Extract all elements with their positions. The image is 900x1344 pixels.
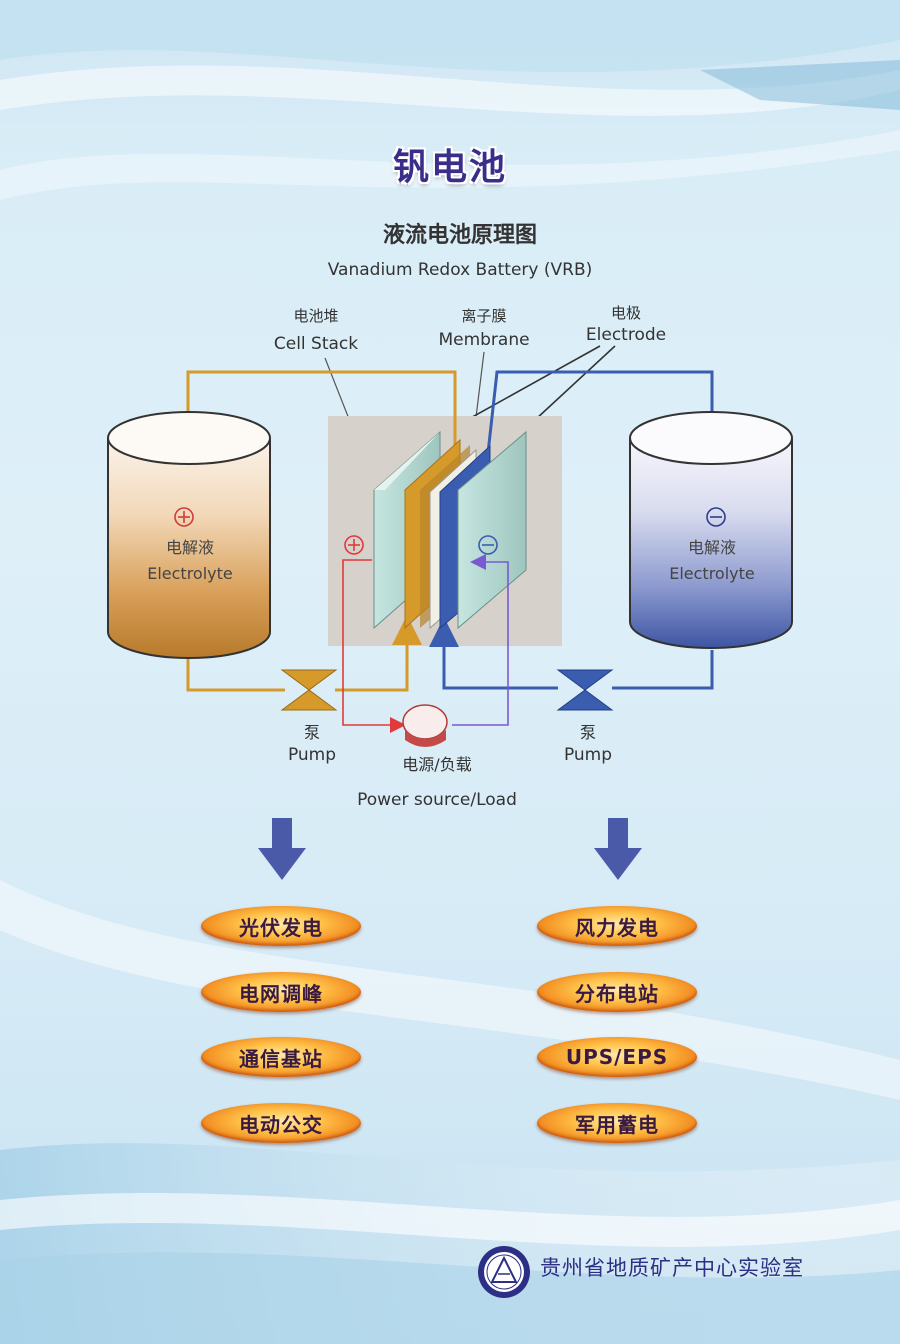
negative-wire <box>452 554 509 726</box>
app-pill-right-2: UPS/EPS <box>537 1037 697 1077</box>
vrb-diagram: 液流电池原理图 Vanadium Redox Battery (VRB) 电池堆… <box>107 222 793 810</box>
load-label-cn: 电源/负载 <box>402 755 471 774</box>
right-pump-label-cn: 泵 <box>580 723 596 742</box>
left-tank-plus-icon <box>174 507 194 527</box>
right-down-arrow-icon <box>594 818 642 880</box>
right-pump-label-en: Pump <box>564 745 612 765</box>
power-load-icon <box>402 704 448 747</box>
negative-terminal-icon <box>478 535 498 555</box>
negative-flow-bottom-left <box>429 617 558 690</box>
left-tank-label-cn: 电解液 <box>166 538 214 557</box>
negative-flow-bottom-right <box>612 650 714 690</box>
cell-stack-label-cn: 电池堆 <box>293 307 338 325</box>
positive-terminal-icon <box>344 535 364 555</box>
right-tank-label-en: Electrolyte <box>669 564 755 583</box>
app-pill-left-2: 通信基站 <box>201 1037 361 1077</box>
right-pump-icon <box>556 669 614 711</box>
electrode-label-en: Electrode <box>586 325 666 345</box>
left-pump-icon <box>280 669 338 711</box>
right-tank-label-cn: 电解液 <box>688 538 736 557</box>
app-pill-left-3: 电动公交 <box>201 1103 361 1143</box>
left-pump-label-en: Pump <box>288 745 336 765</box>
positive-flow-bottom-right <box>335 615 422 692</box>
electrode-label-cn: 电极 <box>611 304 641 322</box>
page-title: 钒电池 <box>392 147 507 188</box>
membrane-label-en: Membrane <box>438 330 529 350</box>
left-tank-label-en: Electrolyte <box>147 564 233 583</box>
left-electrolyte-tank <box>107 411 271 659</box>
right-tank-minus-icon <box>706 507 726 527</box>
diagram-title-cn: 液流电池原理图 <box>383 222 537 248</box>
left-pump-label-cn: 泵 <box>304 723 320 742</box>
org-logo-icon <box>478 1246 530 1298</box>
right-electrode-plate <box>457 430 527 630</box>
cell-stack-label-en: Cell Stack <box>274 334 358 354</box>
app-pill-left-0: 光伏发电 <box>201 906 361 946</box>
membrane-label-cn: 离子膜 <box>461 307 506 325</box>
diagram-title-en: Vanadium Redox Battery (VRB) <box>328 260 593 280</box>
app-pill-right-1: 分布电站 <box>537 972 697 1012</box>
app-pill-left-1: 电网调峰 <box>201 972 361 1012</box>
org-name: 贵州省地质矿产中心实验室 <box>540 1256 804 1280</box>
right-electrolyte-tank <box>629 411 793 649</box>
app-pill-right-0: 风力发电 <box>537 906 697 946</box>
left-down-arrow-icon <box>258 818 306 880</box>
positive-flow-bottom-left <box>186 658 285 692</box>
load-label-en: Power source/Load <box>357 790 517 810</box>
positive-wire <box>342 559 406 733</box>
app-pill-right-3: 军用蓄电 <box>537 1103 697 1143</box>
